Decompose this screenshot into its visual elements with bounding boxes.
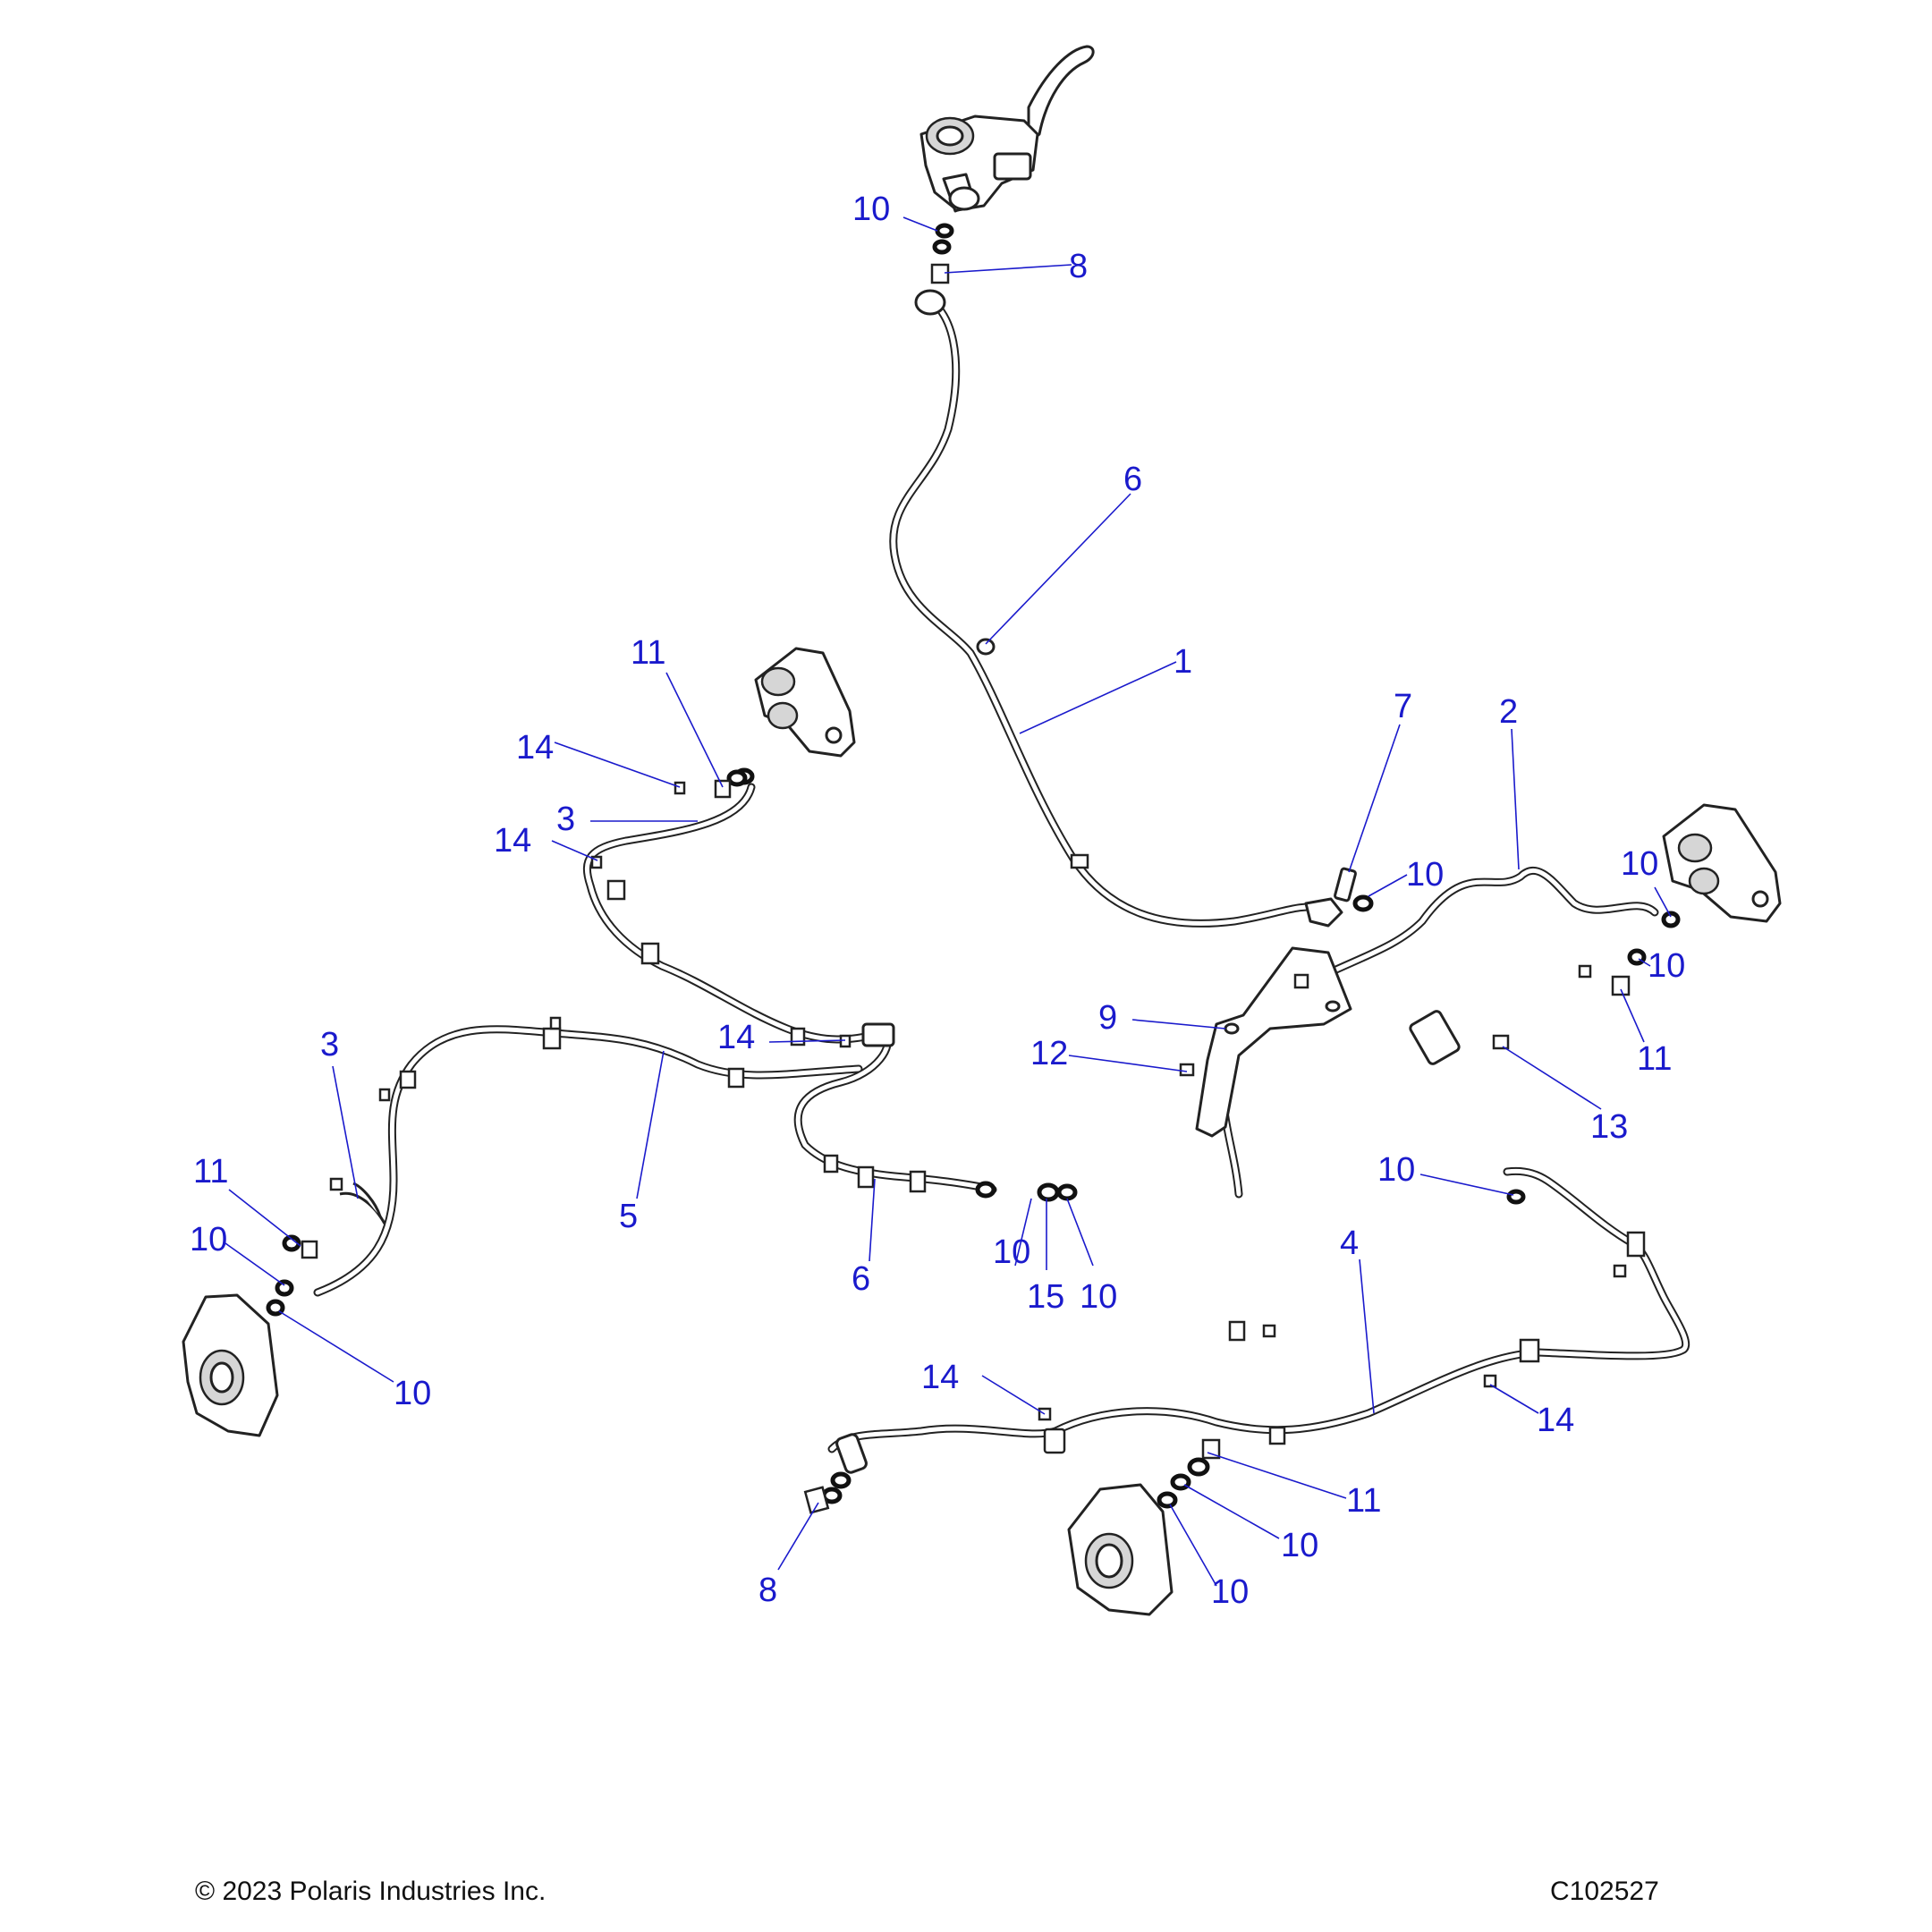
callout-10-rf-b: 10 [1648,947,1685,985]
right-rear-caliper [1067,1483,1174,1616]
callout-8-bottom: 8 [758,1572,777,1609]
callout-3-left: 3 [320,1026,339,1063]
brake-hose-4 [827,1166,1690,1454]
callout-15: 15 [1027,1278,1064,1316]
callout-10-top: 10 [852,191,890,228]
callout-2: 2 [1499,693,1518,731]
callout-5: 5 [619,1198,638,1235]
left-rear-caliper [182,1293,279,1437]
callout-3-upper: 3 [556,801,575,838]
callout-11-left: 11 [193,1153,228,1191]
right-front-caliper [1662,803,1782,923]
callout-1: 1 [1174,643,1192,681]
callout-8-top: 8 [1069,248,1088,285]
brake-hose-2 [1218,867,1659,1342]
left-front-caliper [754,647,856,758]
callout-13: 13 [1590,1108,1628,1146]
copyright-notice: © 2023 Polaris Industries Inc. [195,1877,547,1906]
callout-9: 9 [1098,999,1117,1037]
callout-10-rr: 10 [1377,1151,1415,1189]
callout-10-bottom-b: 10 [1211,1573,1249,1611]
callout-10-tee-a: 10 [993,1233,1030,1271]
callout-12: 12 [1030,1035,1068,1072]
callout-4: 4 [1340,1224,1359,1262]
callout-14-b: 14 [494,822,531,860]
callout-10-tee-b: 10 [1080,1278,1117,1316]
callout-labels: 10 8 6 1 7 10 2 10 10 11 13 9 12 11 14 3… [190,191,1685,1611]
callout-10-mid: 10 [1406,856,1444,894]
master-cylinder [919,45,1095,213]
callout-11-bottom: 11 [1346,1482,1381,1520]
callout-14-c: 14 [717,1019,755,1056]
leader-lines [225,216,1672,1587]
callout-10-left-a: 10 [190,1221,227,1258]
hardware [266,223,1681,1514]
brake-hose-5 [313,1025,863,1297]
callout-14-e: 14 [921,1359,959,1396]
brake-hose-6-lower [582,783,997,1194]
callout-10-rf-a: 10 [1621,845,1658,883]
callout-11-lf: 11 [631,634,665,672]
drawing-number: C102527 [1550,1877,1659,1906]
bracket-9 [1195,946,1352,1138]
callout-7: 7 [1394,688,1412,725]
callout-14-d: 14 [1537,1402,1574,1439]
callout-11-rf: 11 [1637,1040,1672,1078]
callout-6-lower: 6 [852,1260,870,1298]
callout-10-left-b: 10 [394,1375,431,1412]
brake-hose-1 [889,289,1343,928]
callout-6-upper: 6 [1123,461,1142,498]
callout-10-bottom-a: 10 [1281,1527,1318,1564]
callout-14-a: 14 [516,729,554,767]
